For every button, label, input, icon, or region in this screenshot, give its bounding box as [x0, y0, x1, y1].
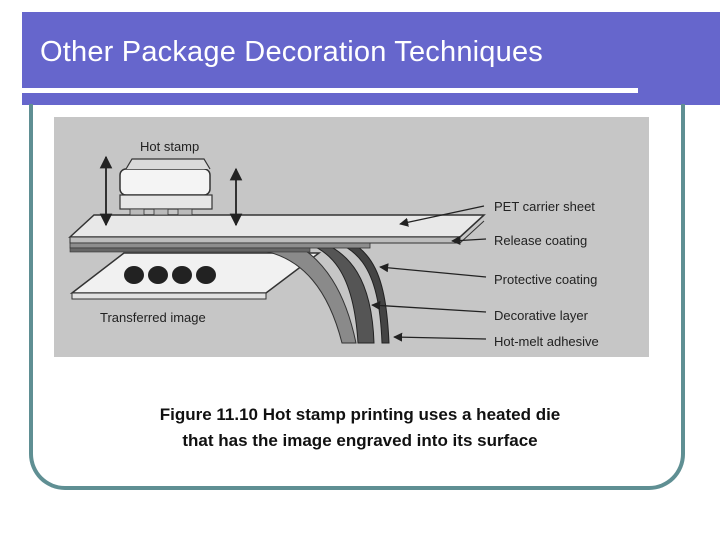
slide-title: Other Package Decoration Techniques [40, 36, 543, 68]
release-coating-leader [451, 235, 487, 246]
substrate-plate [69, 252, 322, 300]
figure-caption: Figure 11.10 Hot stamp printing uses a h… [90, 402, 630, 454]
foil-strip [68, 214, 486, 253]
hot-stamp-diagram: Hot stamp PET carrier sheet Release coat… [68, 139, 599, 349]
title-divider [22, 88, 638, 93]
release-coating-label: Release coating [494, 233, 587, 248]
protective-coating-leader [379, 263, 487, 278]
caption-line-2: that has the image engraved into its sur… [182, 431, 538, 450]
pet-carrier-leader [399, 205, 485, 227]
hot-melt-adhesive-label: Hot-melt adhesive [494, 334, 599, 349]
hot-stamp-die [119, 158, 213, 216]
transferred-image-label: Transferred image [100, 310, 206, 325]
caption-line-1: Figure 11.10 Hot stamp printing uses a h… [159, 405, 561, 424]
content-frame [29, 104, 685, 490]
decorative-layer-leader [371, 300, 487, 313]
hot-stamp-label: Hot stamp [140, 139, 199, 154]
protective-coating-label: Protective coating [494, 272, 597, 287]
hot-stamp-figure: Hot stamp PET carrier sheet Release coat… [54, 117, 649, 357]
pet-carrier-sheet-label: PET carrier sheet [494, 199, 595, 214]
transferred-dots [124, 266, 216, 284]
decorative-layer-label: Decorative layer [494, 308, 589, 323]
hot-melt-leader [393, 332, 487, 342]
